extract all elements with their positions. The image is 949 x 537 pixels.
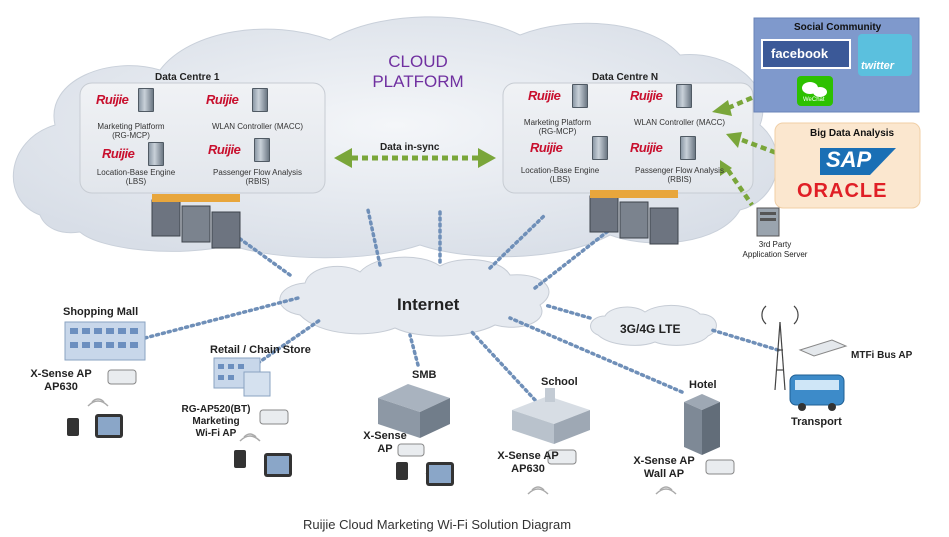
oracle-logo: ORACLE xyxy=(797,180,888,202)
school-building-icon xyxy=(512,388,590,444)
internet-cloud-shape xyxy=(279,256,550,337)
server-icon xyxy=(680,136,696,160)
server-cluster-n xyxy=(589,190,679,245)
facebook-logo: facebook xyxy=(771,46,829,61)
dcn-passenger-flow-label: Passenger Flow Analysis(RBIS) xyxy=(635,166,724,184)
server-icon xyxy=(148,142,164,166)
dcn-marketing-platform-label: Marketing Platform(RG-MCP) xyxy=(523,118,592,136)
diagram-caption: Ruijie Cloud Marketing Wi-Fi Solution Di… xyxy=(303,517,572,532)
hotel-title: Hotel xyxy=(689,379,717,391)
retail-store-title: Retail / Chain Store xyxy=(210,344,311,356)
ruijie-logo: Ruijie xyxy=(630,140,663,155)
lte-cloud-shape xyxy=(590,305,717,346)
server-cluster-1 xyxy=(151,194,241,249)
transport-title: Transport xyxy=(791,416,842,428)
twitter-logo: twitter xyxy=(861,60,894,72)
lte-label: 3G/4G LTE xyxy=(620,322,681,336)
ruijie-logo: Ruijie xyxy=(102,146,135,161)
data-centre-1-title: Data Centre 1 xyxy=(155,72,220,83)
dcn-wlan-controller-label: WLAN Controller (MACC) xyxy=(633,118,726,127)
facebook-logo-box xyxy=(761,39,851,69)
server-icon xyxy=(138,88,154,112)
shopping-mall-building-icon xyxy=(64,321,146,361)
data-sync-label: Data in-sync xyxy=(380,142,440,153)
ruijie-logo: Ruijie xyxy=(630,88,663,103)
bus-ap-device-icon xyxy=(798,339,848,357)
cloud-platform-title: CLOUD PLATFORM xyxy=(368,52,468,92)
dc1-location-engine-label: Location-Base Engine(LBS) xyxy=(96,168,176,186)
smb-building-icon xyxy=(378,384,450,438)
social-community-title: Social Community xyxy=(794,22,882,33)
ruijie-logo: Ruijie xyxy=(206,92,239,107)
server-icon xyxy=(592,136,608,160)
server-icon xyxy=(252,88,268,112)
hotel-building-icon xyxy=(684,394,720,455)
cloud-platform-title-line1: CLOUD xyxy=(388,52,448,71)
ruijie-logo: Ruijie xyxy=(528,88,561,103)
ruijie-logo: Ruijie xyxy=(530,140,563,155)
dcn-location-engine-label: Location-Base Engine(LBS) xyxy=(520,166,600,184)
school-title: School xyxy=(541,376,578,388)
big-data-title: Big Data Analysis xyxy=(810,128,895,139)
smb-title: SMB xyxy=(412,369,437,381)
sap-logo: SAP xyxy=(826,147,872,172)
shopping-mall-title: Shopping Mall xyxy=(63,306,139,318)
dc1-passenger-flow-label: Passenger Flow Analysis(RBIS) xyxy=(213,168,302,186)
twitter-logo-box xyxy=(858,34,912,76)
ruijie-logo: Ruijie xyxy=(208,142,241,157)
sap-logo-shape xyxy=(820,148,896,175)
cell-tower-icon xyxy=(761,305,799,391)
data-centre-n-title: Data Centre N xyxy=(592,72,659,83)
server-icon xyxy=(572,84,588,108)
server-icon xyxy=(254,138,270,162)
dc1-marketing-platform-label: Marketing Platform(RG-MCP) xyxy=(97,122,165,140)
wechat-logo: WeChat xyxy=(803,97,825,103)
network-links xyxy=(143,208,780,402)
cloud-platform-title-line2: PLATFORM xyxy=(372,72,464,91)
bus-icon xyxy=(789,374,845,411)
server-icon xyxy=(676,84,692,108)
internet-label: Internet xyxy=(397,295,460,314)
retail-store-building-icon xyxy=(213,357,271,397)
access-point-icons xyxy=(107,369,735,475)
bus-ap-label: MTFi Bus AP xyxy=(851,350,913,361)
ruijie-logo: Ruijie xyxy=(96,92,129,107)
client-devices xyxy=(67,414,454,486)
dc1-wlan-controller-label: WLAN Controller (MACC) xyxy=(211,122,304,131)
